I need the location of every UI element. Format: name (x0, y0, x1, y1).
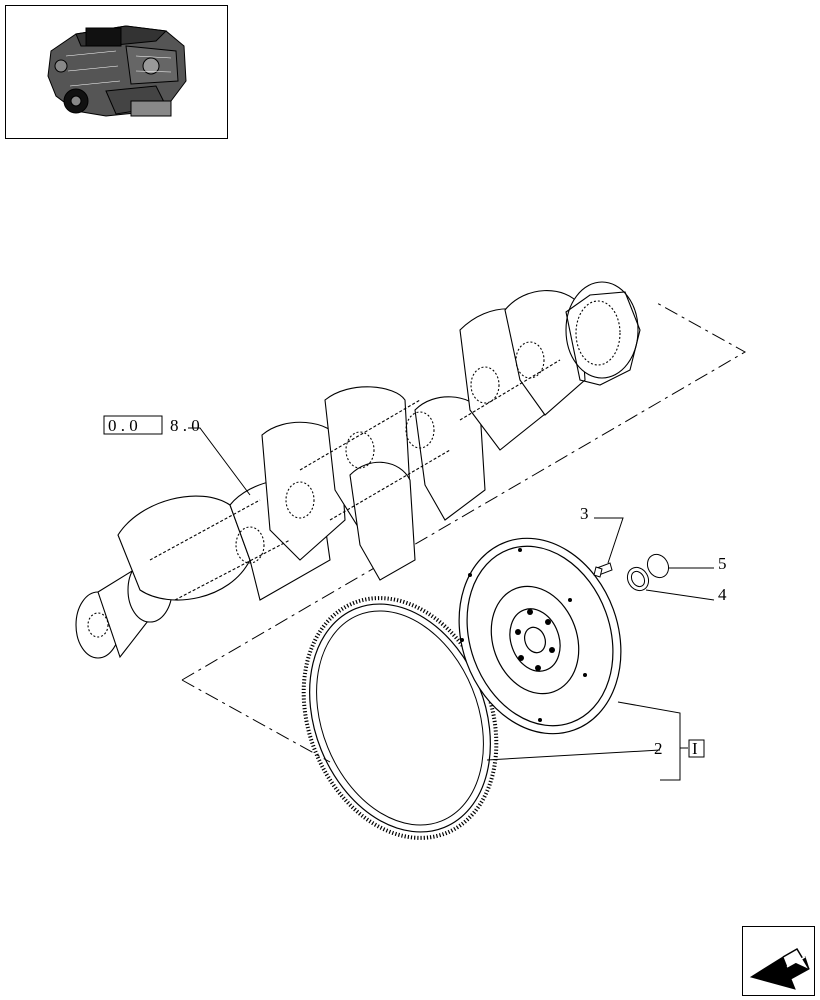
assembly-outline (181, 302, 747, 763)
seal-ring (626, 566, 650, 592)
callout-4: 4 (718, 585, 727, 604)
callout-3: 3 (580, 504, 589, 523)
ref-group-box (103, 415, 163, 435)
callout-labels: 0 . 0 8 . 0 3 5 4 2 I (103, 415, 727, 758)
ref-tail-text: 8 . 0 (170, 416, 200, 435)
kit-marker-box (688, 739, 705, 758)
callout-2: 2 (654, 739, 663, 758)
next-page-arrow-icon (749, 947, 810, 990)
callout-5: 5 (718, 554, 727, 573)
kit-marker: I (692, 739, 698, 758)
leader-lines (486, 517, 715, 781)
engine-thumbnail[interactable] (5, 5, 228, 139)
engine-thumbnail-icon (47, 25, 187, 117)
ref-group-text: 0 . 0 (108, 416, 138, 435)
flywheel (458, 537, 622, 735)
crankshaft-leader (188, 427, 251, 496)
flywheel-bolt (593, 562, 613, 578)
next-page-button[interactable] (742, 926, 815, 996)
cover-plug (646, 553, 670, 579)
crankshaft (75, 281, 641, 659)
